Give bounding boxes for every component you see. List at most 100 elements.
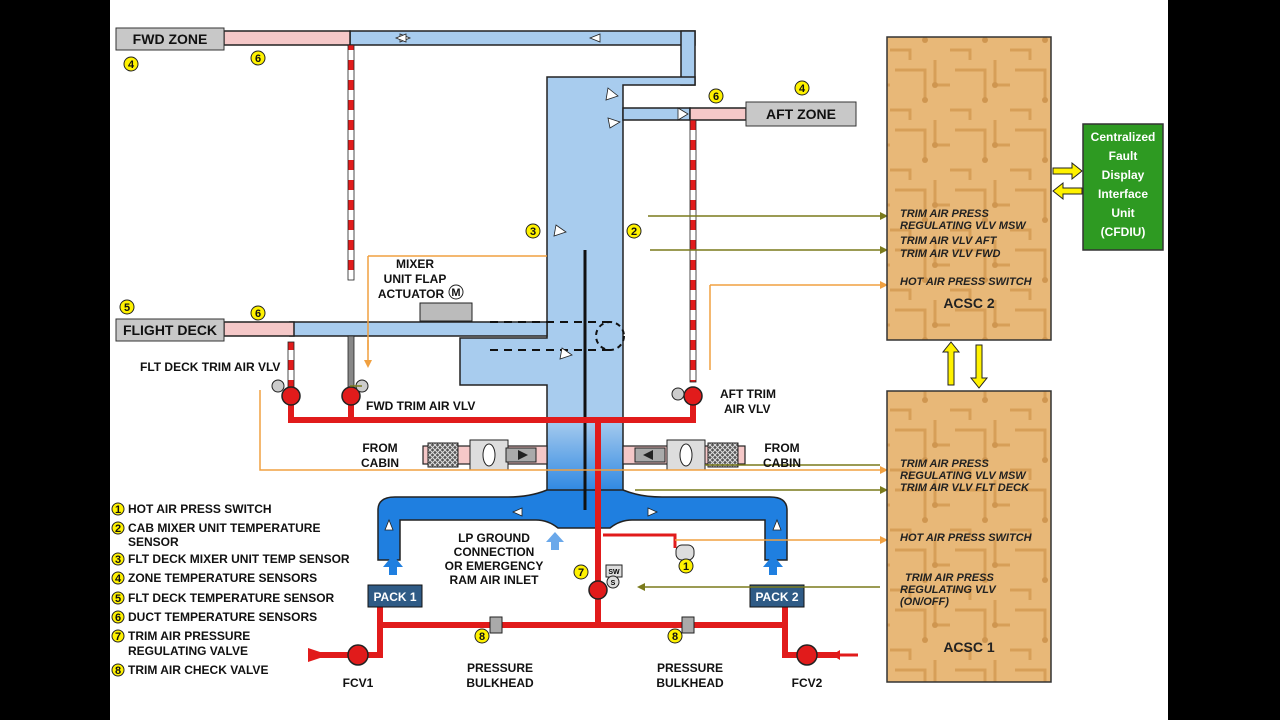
acsc2-line-2: REGULATING VLV MSW xyxy=(900,220,1027,232)
legend-text-8: TRIM AIR CHECK VALVE xyxy=(128,663,268,677)
badge-6-aft: 6 xyxy=(713,91,719,103)
legend-text-3: FLT DECK MIXER UNIT TEMP SENSOR xyxy=(128,552,350,566)
badge-5: 5 xyxy=(124,302,130,314)
fcv1-valve xyxy=(347,644,369,666)
pack1-box xyxy=(367,584,423,608)
legend-num-8: 8 xyxy=(115,665,121,677)
legend-num-2: 2 xyxy=(115,523,121,535)
cfdiu-line-2: Fault xyxy=(1109,149,1138,163)
fcv1-label: FCV1 xyxy=(343,676,374,690)
acsc2-title: ACSC 2 xyxy=(943,295,995,311)
component-labels: MIXER UNIT FLAP ACTUATOR M FLT DECK TRIM… xyxy=(140,257,823,690)
mixer-label-2: UNIT FLAP xyxy=(384,272,447,286)
recirculation-fans xyxy=(419,284,739,471)
from-cabin-right-2: CABIN xyxy=(763,456,801,470)
badge-6-fwd: 6 xyxy=(255,53,261,65)
cfdiu-line-3: Display xyxy=(1102,168,1145,182)
pack1-label: PACK 1 xyxy=(373,590,416,604)
cfdiu-unit: Centralized Fault Display Interface Unit… xyxy=(1082,123,1164,251)
badge-8-right: 8 xyxy=(672,631,678,643)
fwd-trim-vlv-label: FWD TRIM AIR VLV xyxy=(366,399,475,413)
cfdiu-line-1: Centralized xyxy=(1091,130,1156,144)
lp-label-4: RAM AIR INLET xyxy=(450,573,540,587)
from-cabin-right-1: FROM xyxy=(764,441,799,455)
sensor-badges: 4 6 6 4 3 2 5 6 1 7 8 8 xyxy=(119,50,810,644)
legend-num-4: 4 xyxy=(115,573,122,585)
signal-wires xyxy=(259,215,880,588)
signal-arrowheads xyxy=(364,212,888,591)
cfdiu-line-6: (CFDIU) xyxy=(1101,225,1146,239)
acsc2-unit: TRIM AIR PRESS REGULATING VLV MSW TRIM A… xyxy=(886,36,1052,341)
badge-6-fd: 6 xyxy=(255,308,261,320)
from-cabin-left-2: CABIN xyxy=(361,456,399,470)
acsc1-unit: TRIM AIR PRESS REGULATING VLV MSW TRIM A… xyxy=(886,390,1052,683)
legend-text-5: FLT DECK TEMPERATURE SENSOR xyxy=(128,591,335,605)
acsc1-line-2: REGULATING VLV MSW xyxy=(900,470,1027,482)
acsc1-title: ACSC 1 xyxy=(943,639,995,655)
legend-text-2a: CAB MIXER UNIT TEMPERATURE xyxy=(128,521,320,535)
legend-text-2b: SENSOR xyxy=(128,535,179,549)
motor-label: M xyxy=(451,287,460,299)
legend-text-7b: REGULATING VALVE xyxy=(128,644,248,658)
aft-zone-box xyxy=(745,101,857,127)
flow-arrows xyxy=(384,33,782,531)
mixer-label-3: ACTUATOR xyxy=(378,287,445,301)
legend-text-6: DUCT TEMPERATURE SENSORS xyxy=(128,610,317,624)
acsc1-line-3: TRIM AIR VLV FLT DECK xyxy=(900,482,1030,494)
sw-label: SW xyxy=(608,569,620,576)
acsc2-line-1: TRIM AIR PRESS xyxy=(900,208,989,220)
badge-8-left: 8 xyxy=(479,631,485,643)
fcv2-valve xyxy=(796,644,818,666)
lp-label-2: CONNECTION xyxy=(454,545,535,559)
acsc1-line-7: (ON/OFF) xyxy=(900,596,949,608)
bulkhead-right-2: BULKHEAD xyxy=(656,676,724,690)
lp-label-1: LP GROUND xyxy=(458,531,530,545)
zone-boxes: FWD ZONE AFT ZONE FLIGHT DECK xyxy=(115,27,857,342)
from-cabin-left-1: FROM xyxy=(362,441,397,455)
bulkhead-left-2: BULKHEAD xyxy=(466,676,534,690)
diagram-stage: FWD ZONE AFT ZONE FLIGHT DECK MIXER UNIT… xyxy=(110,0,1168,720)
acsc-link-arrows xyxy=(941,161,1083,389)
badge-1: 1 xyxy=(683,561,689,573)
legend-text-7a: TRIM AIR PRESSURE xyxy=(128,629,250,643)
flt-deck-trim-vlv-label: FLT DECK TRIM AIR VLV xyxy=(140,360,280,374)
legend-num-3: 3 xyxy=(115,554,121,566)
legend: 1 HOT AIR PRESS SWITCH 2 CAB MIXER UNIT … xyxy=(111,502,350,677)
badge-3: 3 xyxy=(530,226,536,238)
legend-num-1: 1 xyxy=(115,504,121,516)
aft-zone-label: AFT ZONE xyxy=(766,106,836,122)
legend-num-5: 5 xyxy=(115,593,121,605)
acsc1-line-6: REGULATING VLV xyxy=(900,584,997,596)
fcv2-label: FCV2 xyxy=(792,676,823,690)
flight-deck-box xyxy=(115,318,225,342)
bulkhead-left-1: PRESSURE xyxy=(467,661,533,675)
badge-4-fwd: 4 xyxy=(128,59,135,71)
flight-deck-label: FLIGHT DECK xyxy=(123,322,217,338)
cfdiu-line-5: Unit xyxy=(1111,206,1134,220)
aft-trim-label-1: AFT TRIM xyxy=(720,387,776,401)
acsc2-line-4: TRIM AIR VLV FWD xyxy=(900,248,1000,260)
lp-label-3: OR EMERGENCY xyxy=(445,559,544,573)
s-label: S xyxy=(611,580,616,587)
legend-num-6: 6 xyxy=(115,612,121,624)
legend-text-1: HOT AIR PRESS SWITCH xyxy=(128,502,272,516)
legend-num-7: 7 xyxy=(115,631,121,643)
packs xyxy=(367,532,805,608)
acsc2-line-3: TRIM AIR VLV AFT xyxy=(900,235,998,247)
acsc1-line-5: TRIM AIR PRESS xyxy=(905,572,994,584)
pack2-box xyxy=(749,584,805,608)
distribution-ducts xyxy=(223,30,788,561)
badge-4-aft: 4 xyxy=(799,83,806,95)
fwd-zone-label: FWD ZONE xyxy=(133,31,208,47)
acsc1-line-1: TRIM AIR PRESS xyxy=(900,458,989,470)
fwd-zone-box xyxy=(115,27,225,51)
badge-7: 7 xyxy=(578,567,584,579)
pack2-label: PACK 2 xyxy=(755,590,798,604)
aft-trim-label-2: AIR VLV xyxy=(724,402,770,416)
mixer-label-1: MIXER xyxy=(396,257,434,271)
acsc2-line-5: HOT AIR PRESS SWITCH xyxy=(900,276,1033,288)
air-conditioning-schematic: FWD ZONE AFT ZONE FLIGHT DECK MIXER UNIT… xyxy=(111,27,1164,690)
badge-2: 2 xyxy=(631,226,637,238)
legend-text-4: ZONE TEMPERATURE SENSORS xyxy=(128,571,317,585)
bulkhead-right-1: PRESSURE xyxy=(657,661,723,675)
